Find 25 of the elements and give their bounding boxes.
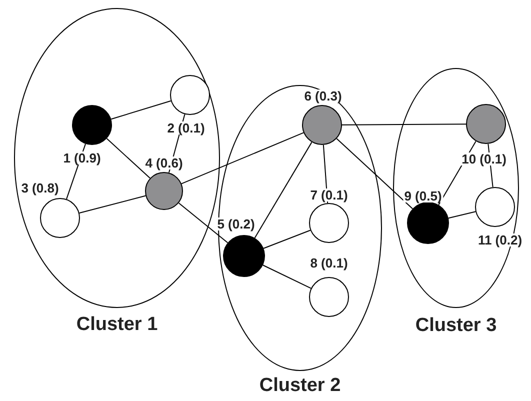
node-weight-label: 6 (0.3) [303,90,343,102]
node-weight-label: 1 (0.9) [62,152,102,164]
edge-line [178,202,228,244]
edge-line [448,211,476,219]
node-weight-label: 5 (0.2) [216,218,256,230]
node-weight-label: 4 (0.6) [144,156,184,170]
edge-line [181,132,304,184]
edge-line [336,138,414,210]
node-weight-label: 2 (0.1) [166,122,206,134]
cluster-label: Cluster 2 [259,374,341,398]
edge-line [342,124,466,126]
edge-line [254,142,312,238]
edge-line [106,138,150,179]
node-weight-label: 10 (0.1) [460,152,508,166]
edge-line [262,264,312,289]
node-weight-label: 7 (0.1) [309,188,349,202]
edge-line [263,230,311,249]
node-weight-label: 9 (0.5) [403,190,443,202]
cluster-label: Cluster 3 [415,314,497,338]
edge-line [78,195,146,214]
node-weight-label: 3 (0.8) [20,182,60,194]
node-weight-label: 8 (0.1) [309,256,349,270]
cluster-label: Cluster 1 [76,312,158,337]
edge-line [110,100,172,120]
node-weight-label: 11 (0.2) [476,234,524,246]
